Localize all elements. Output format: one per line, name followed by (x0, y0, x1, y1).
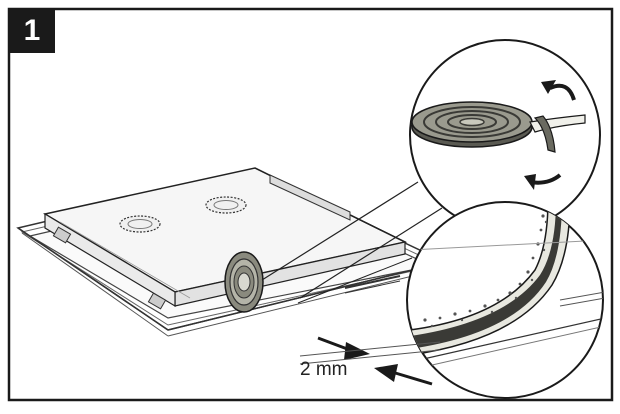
arrow-icon (374, 364, 433, 386)
detail-circle-seal (406, 201, 604, 399)
step-number-badge: 1 (9, 9, 55, 53)
dimension-lines (299, 341, 441, 365)
burner-left (119, 215, 161, 233)
hob-panel (42, 167, 408, 310)
arrow-icon (317, 336, 370, 360)
seal-roll (224, 251, 264, 313)
curved-arrow-icon (524, 173, 562, 190)
curved-arrow-icon (541, 80, 576, 101)
burner-right (205, 196, 247, 214)
dimension-label: 2 mm (300, 359, 348, 380)
callout-lines (261, 181, 443, 304)
outer-frame (7, 7, 614, 402)
